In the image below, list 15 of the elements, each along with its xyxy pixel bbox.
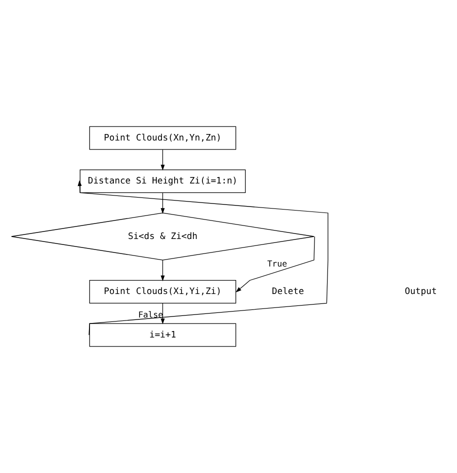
- arrow: [160, 192, 165, 214]
- arrow: [160, 260, 165, 282]
- arrow: [236, 236, 315, 292]
- edge-label: True: [267, 258, 288, 268]
- arrow: [78, 180, 328, 336]
- arrow: [160, 149, 165, 170]
- node-diamond: Si<ds & Zi<dh: [11, 212, 314, 260]
- node-box: i=i+1: [89, 323, 236, 347]
- arrow: [160, 303, 165, 324]
- node-box: Point Clouds(Xi,Yi,Zi): [89, 280, 236, 304]
- label: Output: [404, 287, 437, 298]
- node-box: Point Clouds(Xn,Yn,Zn): [89, 126, 236, 150]
- node-box: Distance Si Height Zi(i=1:n): [80, 169, 246, 193]
- edge-label: False: [138, 310, 164, 320]
- label: Delete: [272, 287, 304, 298]
